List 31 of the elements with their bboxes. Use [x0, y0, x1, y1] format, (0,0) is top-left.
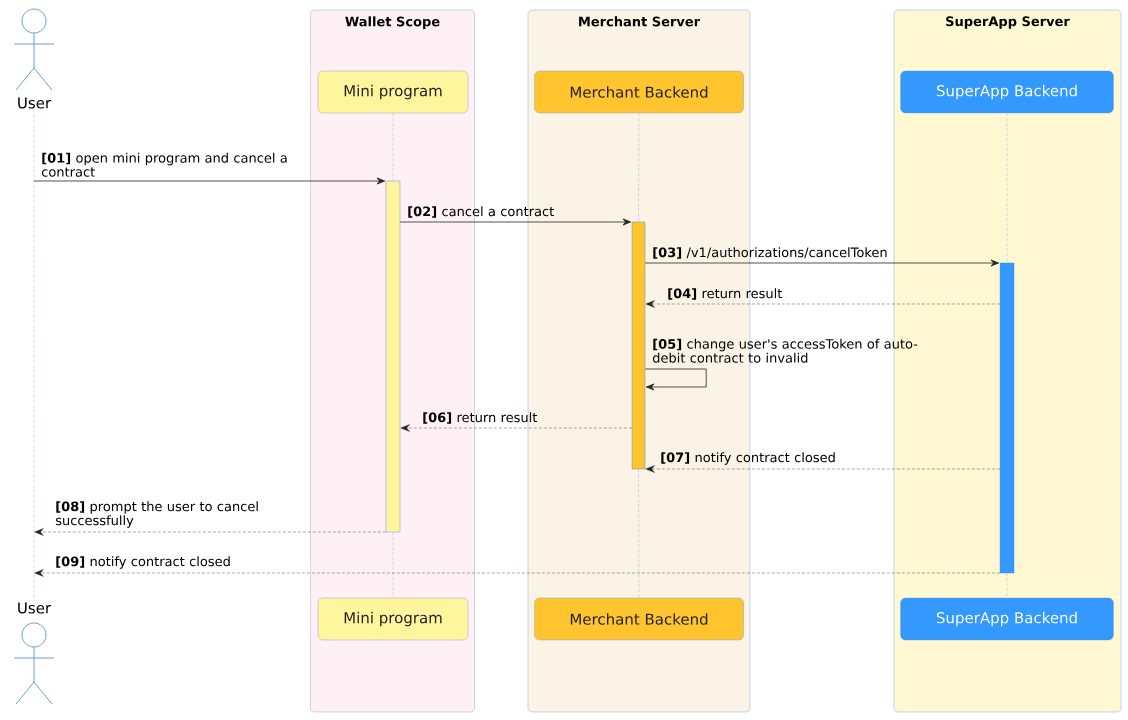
participant-box: SuperApp Backend [900, 597, 1114, 641]
lifeline [638, 469, 640, 598]
message-label: [01] open mini program and cancel a contract [41, 152, 287, 177]
activation-bar [999, 262, 1015, 574]
message-arrow [645, 300, 1000, 308]
message-label: [07] notify contract closed [661, 452, 835, 465]
lifeline [638, 113, 640, 222]
message-label: [08] prompt the user to cancel successfully [55, 501, 258, 528]
participant-box: Merchant Backend [534, 70, 744, 114]
participant-box: Merchant Backend [534, 597, 744, 641]
participant-box: Mini program [317, 597, 469, 641]
message-label: [02] cancel a contract [408, 206, 554, 218]
message-arrow [644, 259, 1000, 267]
actor: User [13, 602, 55, 705]
participant-box: Mini program [317, 70, 469, 114]
activation-bar [385, 180, 401, 533]
message-arrow [34, 528, 386, 536]
message-arrow [33, 177, 386, 185]
message-arrow [645, 465, 1000, 473]
message-arrow [399, 218, 632, 226]
message-label: [03] /v1/authorizations/cancelToken [653, 247, 887, 259]
message-label: [09] notify contract closed [56, 556, 230, 569]
actor: User [13, 8, 55, 109]
message-arrow [400, 424, 632, 432]
activation-bar [631, 221, 646, 470]
message-label: [04] return result [668, 288, 783, 300]
participant-box: SuperApp Backend [900, 70, 1114, 114]
message-arrow [34, 569, 1000, 577]
message-label: [05] change user's accessToken of auto-debit contract to invalid [652, 338, 918, 363]
self-message-arrow [644, 368, 707, 391]
message-label: [06] return result [423, 412, 538, 424]
